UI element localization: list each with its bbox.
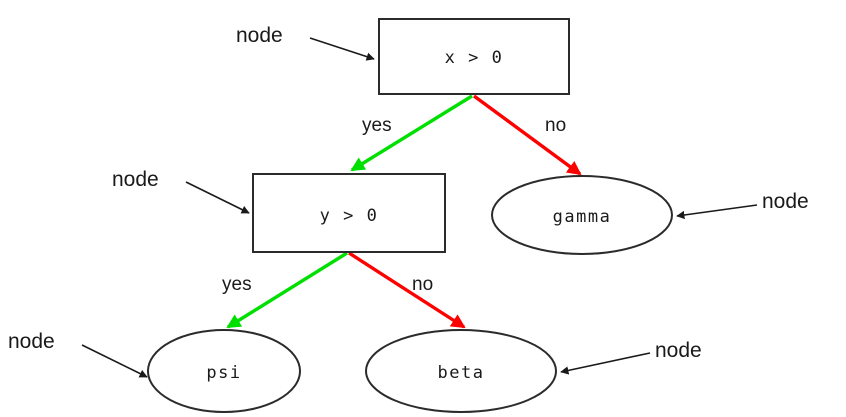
node-beta-ellipse[interactable]	[365, 329, 557, 413]
annotation-label-psi: node	[8, 330, 55, 353]
node-beta-label: beta	[438, 363, 485, 383]
annotation-label-root: node	[236, 24, 283, 47]
annotation-label-branch: node	[112, 168, 159, 191]
node-gamma-ellipse[interactable]	[491, 175, 673, 255]
edge-label-root-no: no	[545, 115, 566, 136]
node-root-box[interactable]	[378, 18, 570, 95]
node-psi-label: psi	[206, 363, 241, 383]
annotation-arrow-root	[309, 37, 375, 61]
annotation-arrow-beta	[560, 352, 651, 375]
edge-root-to-branch-yes	[350, 94, 473, 172]
annotation-label-beta: node	[655, 339, 702, 362]
edge-label-root-yes: yes	[362, 115, 392, 136]
edge-label-branch-no: no	[412, 274, 433, 295]
annotation-label-gamma: node	[762, 190, 809, 213]
node-psi-ellipse[interactable]	[147, 329, 301, 413]
annotation-arrow-psi	[81, 344, 148, 378]
node-root-label: x > 0	[445, 48, 504, 68]
annotation-arrow-branch	[185, 181, 250, 214]
edge-root-to-gamma-no	[472, 94, 582, 176]
node-branch-box[interactable]	[252, 173, 446, 253]
edge-branch-to-psi-yes	[226, 251, 348, 329]
annotation-arrow-gamma	[676, 204, 758, 220]
edge-branch-to-beta-no	[348, 251, 466, 329]
node-branch-label: y > 0	[320, 206, 379, 226]
edge-label-branch-yes: yes	[222, 274, 252, 295]
node-gamma-label: gamma	[553, 207, 612, 227]
